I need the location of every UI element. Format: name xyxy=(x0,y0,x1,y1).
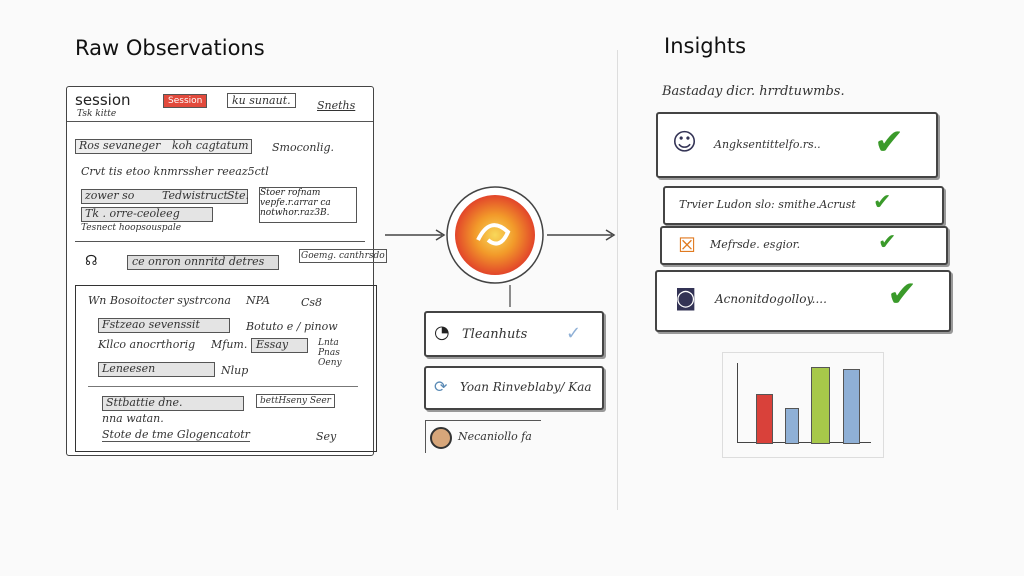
raw-observations-title: Raw Observations xyxy=(75,36,265,60)
coin-icon xyxy=(430,427,452,449)
lower-item: Botuto e / pinow xyxy=(246,320,338,333)
lower-panel: Wn Bosoitocter systrcona NPA Cs8 Fstzeao… xyxy=(75,285,377,452)
insights-bar-chart xyxy=(722,352,884,458)
lower-tag: NPA xyxy=(246,294,270,307)
card-label: Yoan Rinveblaby/ Kaa xyxy=(460,380,592,394)
row-text: Ros sevaneger xyxy=(79,139,161,152)
session-tag[interactable]: Session xyxy=(163,94,208,108)
check-icon: ✔ xyxy=(878,230,897,255)
lower-item: Sttbattie dne. xyxy=(106,396,183,409)
check-icon: ✔ xyxy=(873,190,892,215)
lower-item: Lnta Pnas Oeny xyxy=(318,338,342,368)
chart-bar xyxy=(756,394,773,444)
insight-item[interactable]: ◙ Acnonitdogolloy.... ✔ xyxy=(655,270,951,332)
row-text: Goemg. canthrsdo xyxy=(299,249,387,263)
row-text: Tk . orre-ceoleeg xyxy=(85,207,180,220)
people-icon: ☺ xyxy=(672,128,698,156)
center-card[interactable]: ◔ Tleanhuts ✓ xyxy=(424,311,604,357)
lower-item: Nlup xyxy=(221,364,249,377)
insight-label: Mefrsde. esgior. xyxy=(710,238,801,251)
lower-item: bettHseny Seer xyxy=(256,394,335,408)
insight-label: Angksentittelfo.rs.. xyxy=(714,138,821,151)
lower-item: Leneesen xyxy=(102,362,156,375)
lower-tag: Cs8 xyxy=(301,296,323,309)
row-text: Crvt tis etoo knmrssher xyxy=(81,165,214,178)
insights-subtitle: Bastaday dicr. hrrdtuwmbs. xyxy=(662,84,845,99)
device-icon: ◙ xyxy=(675,286,697,311)
insight-item[interactable]: ☺ Angksentittelfo.rs.. ✔ xyxy=(656,112,938,178)
lower-item: nna watan. xyxy=(102,412,164,425)
chart-bar xyxy=(785,408,799,444)
processing-swirl-icon xyxy=(455,195,535,275)
chart-bar xyxy=(811,367,830,444)
insight-item[interactable]: Trvier Ludon slo: smithe.Acrust ✔ xyxy=(663,186,944,225)
lower-item: Mfum. xyxy=(211,338,248,351)
flow-graphic xyxy=(385,186,616,307)
session-header: session Session ku sunaut. Sneths Tsk ki… xyxy=(67,87,373,122)
center-card[interactable]: Necaniollo fa xyxy=(425,420,541,453)
check-icon: ✔ xyxy=(887,274,918,315)
check-icon: ✓ xyxy=(566,323,582,344)
refresh-icon: ⟳ xyxy=(434,377,448,396)
note-box: Stoer rofnam vepfe.r.arrar ca notwhor.ra… xyxy=(259,187,357,223)
session-next: Sneths xyxy=(317,99,356,112)
session-step: ku sunaut. xyxy=(227,93,296,108)
check-icon: ✔ xyxy=(874,122,905,163)
lower-heading: Wn Bosoitocter systrcona xyxy=(88,294,231,307)
row-text: Tesnect hoopsouspale xyxy=(81,223,182,233)
lower-item: Fstzeao sevenssit xyxy=(102,318,200,331)
insights-title: Insights xyxy=(664,34,747,58)
lower-item: Essay xyxy=(256,338,289,351)
row-text: ce onron onnritd detres xyxy=(132,255,265,268)
center-card[interactable]: ⟳ Yoan Rinveblaby/ Kaa xyxy=(424,366,604,410)
lower-item: Stote de tme Glogencatotr xyxy=(102,428,250,442)
insight-label: Acnonitdogolloy.... xyxy=(715,292,827,306)
row-text: Ste. xyxy=(227,189,249,202)
lower-item: Kllco anocrthorig xyxy=(98,338,196,351)
divider xyxy=(617,50,618,510)
raw-observations-panel: session Session ku sunaut. Sneths Tsk ki… xyxy=(66,86,387,456)
card-label: Necaniollo fa xyxy=(458,430,532,443)
timer-icon: ◔ xyxy=(434,322,450,343)
row-text: Tedwistruct xyxy=(162,189,228,202)
insight-item[interactable]: ☒ Mefrsde. esgior. ✔ xyxy=(660,226,948,265)
lower-item: Sey xyxy=(316,430,337,443)
checkbox-icon: ☒ xyxy=(678,233,696,257)
user-icon: ☊ xyxy=(85,253,98,269)
row-text: koh cagtatum xyxy=(172,139,249,152)
card-label: Tleanhuts xyxy=(462,327,528,342)
row-text: reeaz5ctl xyxy=(217,165,269,178)
session-sub: Tsk kitte xyxy=(77,109,117,119)
insight-label: Trvier Ludon slo: smithe.Acrust xyxy=(679,198,856,211)
row-text: zower so xyxy=(85,189,135,202)
row-text: Smoconlig. xyxy=(272,141,335,154)
chart-bar xyxy=(843,369,860,444)
session-label: session xyxy=(75,91,131,109)
